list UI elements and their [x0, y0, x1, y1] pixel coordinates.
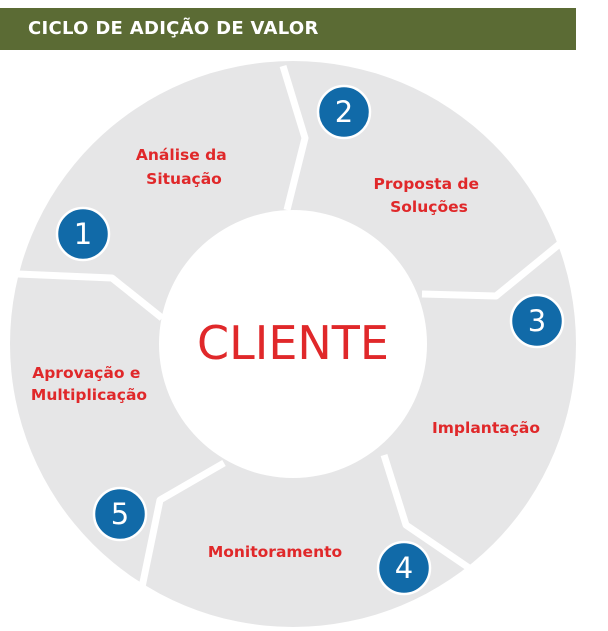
stage-2-badge-circle [316, 84, 372, 140]
segment-divider-4-5 [137, 459, 226, 593]
stage-5-number: 5 [111, 497, 129, 531]
stage-2-number: 2 [335, 95, 353, 129]
stage-3-label-line-1: Implantação [432, 419, 540, 437]
stage-3-badge-circle [509, 293, 565, 349]
stage-2-badge: 2 [316, 84, 372, 140]
stage-1-label: Análise da Situação [136, 146, 232, 188]
stage-5-badge-circle [92, 486, 148, 542]
segment-divider-1-2 [279, 64, 309, 211]
stage-1-number: 1 [74, 217, 92, 251]
center-circle [159, 210, 427, 478]
stage-5-label-line-2: Multiplicação [31, 386, 147, 404]
stage-4-label: Monitoramento [208, 543, 342, 561]
header-banner: CICLO DE ADIÇÃO DE VALOR [0, 8, 576, 50]
stage-5-badge: 5 [92, 486, 148, 542]
header-title: CICLO DE ADIÇÃO DE VALOR [28, 18, 319, 39]
stage-2-label: Proposta de Soluções [374, 175, 485, 216]
stage-4-label-line-1: Monitoramento [208, 543, 342, 561]
stage-2-label-line-2: Soluções [390, 198, 468, 216]
stage-5-label: Aprovação e Multiplicação [31, 364, 147, 404]
stage-4-badge-circle [376, 540, 432, 596]
stage-1-badge-circle [55, 206, 111, 262]
stage-3-badge: 3 [509, 293, 565, 349]
stage-1-badge: 1 [55, 206, 111, 262]
stage-4-number: 4 [395, 551, 413, 585]
stage-4-badge: 4 [376, 540, 432, 596]
stage-1-label-line-2: Situação [146, 170, 222, 188]
segment-divider-5-1 [17, 270, 165, 321]
segment-divider-3-4 [380, 453, 474, 573]
stage-3-label: Implantação [432, 419, 540, 437]
stage-5-label-line-1: Aprovação e [32, 364, 140, 382]
stage-1-label-line-1: Análise da [136, 146, 227, 164]
segment-divider-2-3 [421, 239, 565, 300]
center-label: CLIENTE [197, 316, 389, 370]
stage-3-number: 3 [528, 304, 546, 338]
stage-2-label-line-1: Proposta de [374, 175, 480, 193]
